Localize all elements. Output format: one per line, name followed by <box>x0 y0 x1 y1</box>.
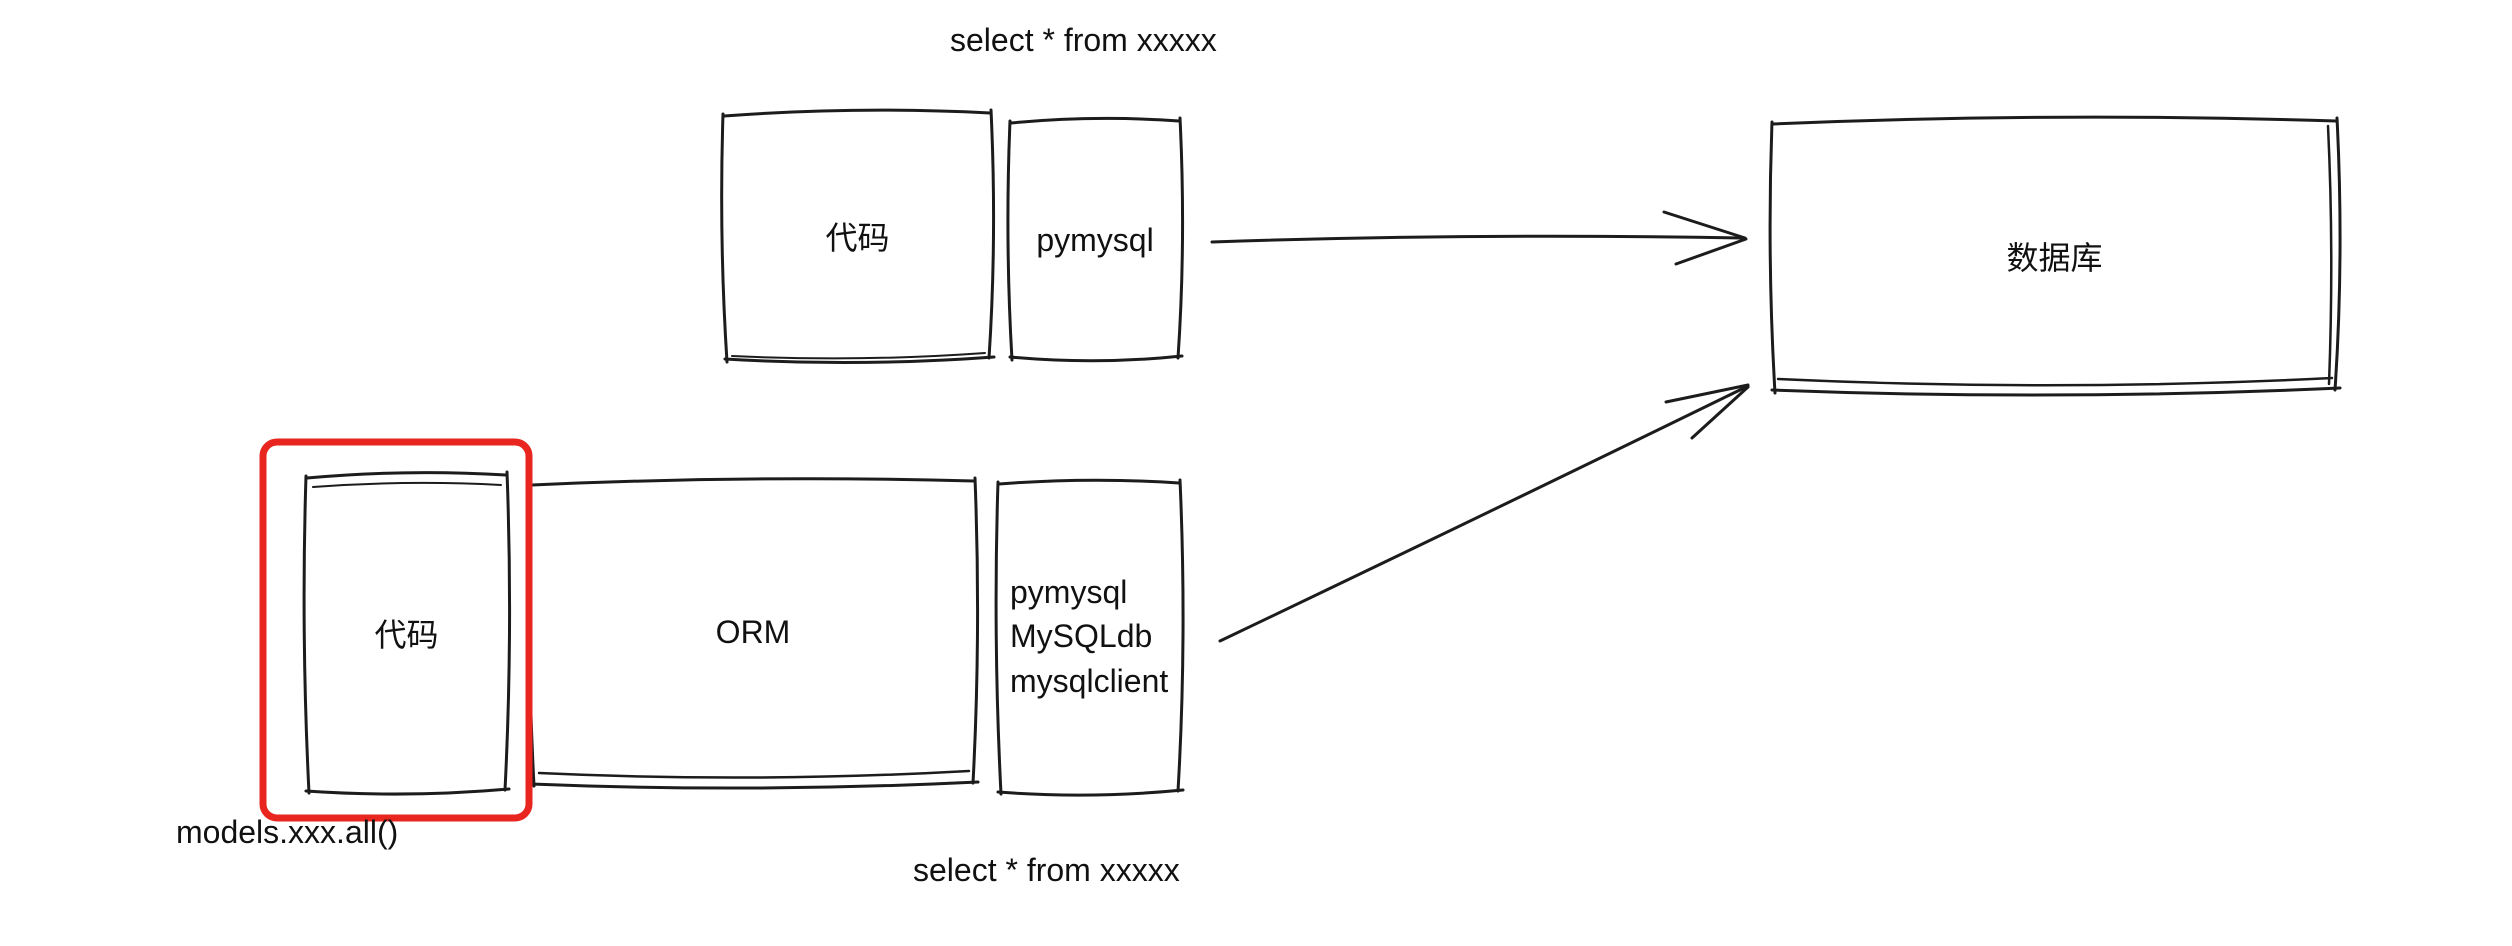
arrow-up-right-icon <box>1218 383 1750 643</box>
bottom-driver-box <box>994 478 1185 797</box>
bottom-code-label: 代码 <box>374 616 439 653</box>
driver-line-pymysql: pymysql <box>1010 574 1128 611</box>
bottom-driver-label: pymysql MySQLdb mysqlclient <box>1000 480 1181 793</box>
highlight-frame <box>259 438 533 822</box>
sketch-strokes <box>302 108 2342 797</box>
top-sql-label: select * from xxxxx <box>950 22 1217 58</box>
top-driver-box <box>1006 116 1185 363</box>
bottom-sql-label: select * from xxxxx <box>913 852 1180 888</box>
top-driver-label: pymysql <box>1036 221 1154 258</box>
driver-line-mysqldb: MySQLdb <box>1010 618 1153 655</box>
database-box <box>1768 115 2342 397</box>
top-code-box <box>720 108 996 365</box>
database-label: 数据库 <box>2006 240 2103 276</box>
arrow-right-icon <box>1210 210 1748 266</box>
top-code-label: 代码 <box>825 220 890 256</box>
bottom-code-box <box>302 470 512 796</box>
driver-line-mysqlclient: mysqlclient <box>1010 662 1169 699</box>
models-call-label: models.xxx.all() <box>176 814 399 850</box>
orm-label: ORM <box>715 614 791 650</box>
